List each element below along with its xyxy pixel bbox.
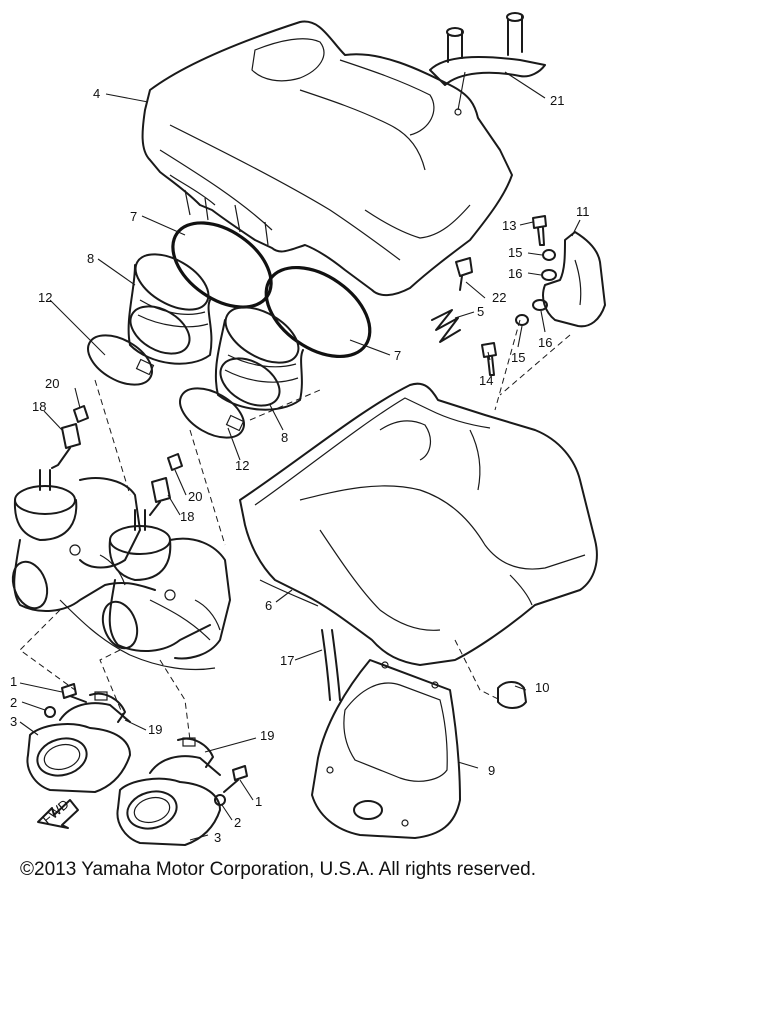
washer-16-lower [532,299,548,311]
callout-6: 6 [265,598,272,613]
mounting-plate [311,659,461,839]
copyright-notice: ©2013 Yamaha Motor Corporation, U.S.A. A… [20,859,536,880]
fitting-22 [455,257,473,291]
o-ring-lower [264,265,372,359]
callout-1-right: 1 [255,794,262,809]
clamp-19-left [89,691,126,723]
callout-7-lower: 7 [394,348,401,363]
hose-clamp-lower [179,387,245,439]
callout-17: 17 [280,653,294,668]
callout-labels: 4 21 7 8 12 7 8 12 20 18 20 18 6 17 10 9… [10,86,590,845]
callout-12-upper: 12 [38,290,52,305]
callout-10: 10 [535,680,549,695]
callout-8-lower: 8 [281,430,288,445]
fitting-18-lower [149,477,171,516]
forward-arrow-icon: FWD [37,796,79,829]
washer-2-right [214,794,226,806]
bolt-1-right [223,765,248,793]
callout-19-left: 19 [148,722,162,737]
callout-22: 22 [492,290,506,305]
callout-15-upper: 15 [508,245,522,260]
clamp-19-right [177,737,214,768]
callout-5: 5 [477,304,484,319]
callout-18-upper: 18 [32,399,46,414]
washer-15-upper [542,249,556,261]
callout-14: 14 [479,373,493,388]
callout-7-upper: 7 [130,209,137,224]
drain-hose [321,629,341,701]
callout-3-right: 3 [214,830,221,845]
tube-bracket [429,12,546,116]
callout-4: 4 [93,86,100,101]
bolt-1-left [61,683,87,703]
callout-leaders [19,71,581,841]
intake-boot-lower [214,306,304,411]
callout-15-lower: 15 [511,350,525,365]
fitting-18-upper [51,423,81,469]
fitting-20-upper [73,405,89,423]
intake-boot-upper [127,253,213,365]
callout-8-upper: 8 [87,251,94,266]
callout-11: 11 [576,204,590,219]
callout-21: 21 [550,93,564,108]
washer-15-lower [515,314,529,326]
callout-16-upper: 16 [508,266,522,281]
intake-manifold-left [26,702,131,793]
callout-20-upper: 20 [45,376,59,391]
callout-12-lower: 12 [235,458,249,473]
callout-2-right: 2 [234,815,241,830]
callout-3-left: 3 [10,714,17,729]
washer-16-upper [541,269,557,281]
callout-19-right: 19 [260,728,274,743]
intake-manifold-right [116,755,221,846]
callout-18-lower: 18 [180,509,194,524]
air-cleaner-cover [141,20,513,296]
assembly-guide-lines [19,319,571,741]
hose-clamp-upper [87,334,155,386]
callout-9: 9 [488,763,495,778]
bolt-14 [481,342,497,376]
side-bracket [542,231,606,328]
callout-16-lower: 16 [538,335,552,350]
air-cleaner-case [239,382,598,666]
callout-13: 13 [502,218,516,233]
carburetor-assembly [11,469,231,671]
fitting-20-lower [167,453,183,471]
callout-1-left: 1 [10,674,17,689]
callout-2-left: 2 [10,695,17,710]
spring-5 [431,309,461,343]
bolt-13 [532,215,547,246]
fwd-label: FWD [39,796,71,827]
washer-2-left [44,706,56,718]
callout-20-lower: 20 [188,489,202,504]
rubber-grommet [497,681,527,709]
